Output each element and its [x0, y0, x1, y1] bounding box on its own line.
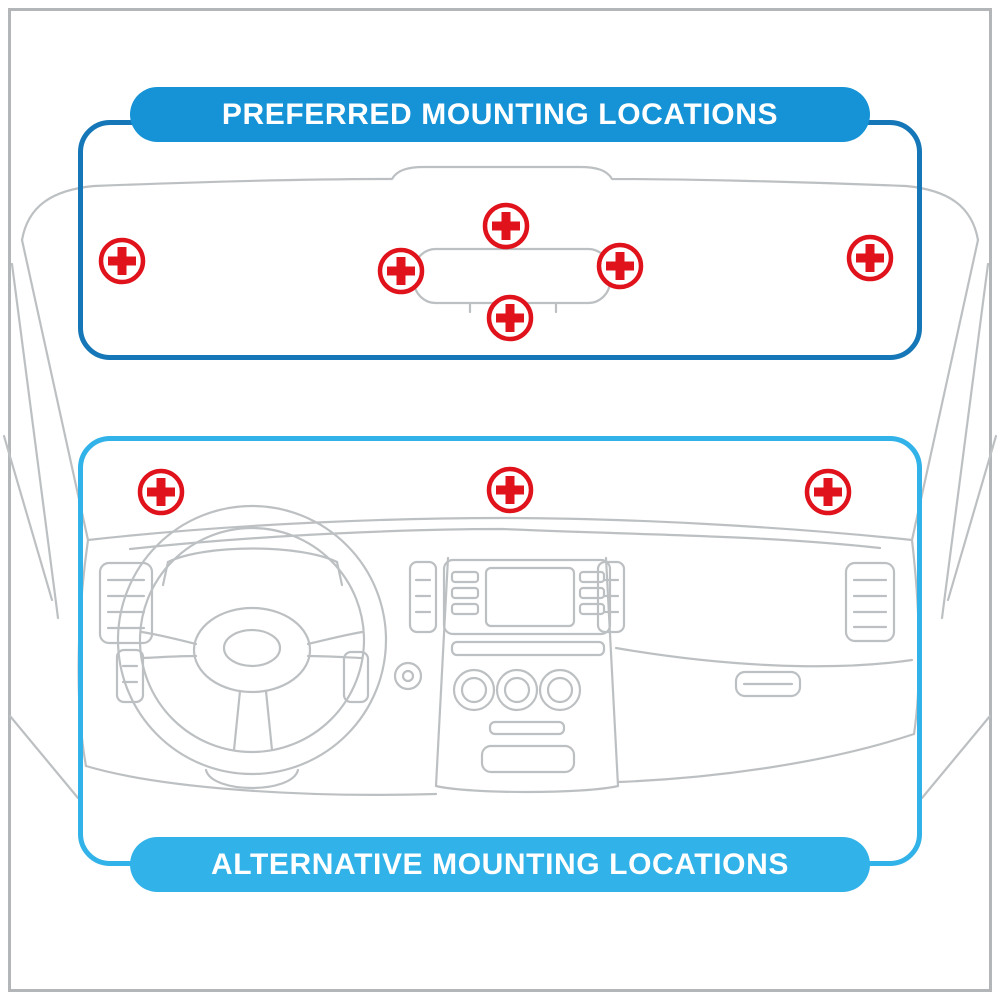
alternative-zone-outline	[78, 436, 922, 866]
radio-head-unit	[442, 558, 612, 657]
steering-wheel	[116, 504, 388, 790]
right-side-vent	[844, 561, 896, 643]
a-pillar-and-door-lines	[2, 262, 998, 800]
preferred-zone-outline	[78, 120, 922, 360]
climate-control-knobs	[452, 668, 582, 736]
windshield-outline	[20, 165, 980, 542]
left-side-vent	[98, 561, 154, 645]
image-border-frame	[8, 8, 992, 992]
glovebox-handle	[734, 670, 802, 698]
center-stack-left-vent	[408, 560, 438, 634]
preferred-mounting-banner: PREFERRED MOUNTING LOCATIONS	[130, 87, 870, 142]
alternative-mounting-banner: ALTERNATIVE MOUNTING LOCATIONS	[130, 837, 870, 892]
ignition-switch	[393, 661, 423, 691]
center-console-outline	[434, 556, 620, 794]
right-of-wheel-panel	[342, 650, 370, 704]
